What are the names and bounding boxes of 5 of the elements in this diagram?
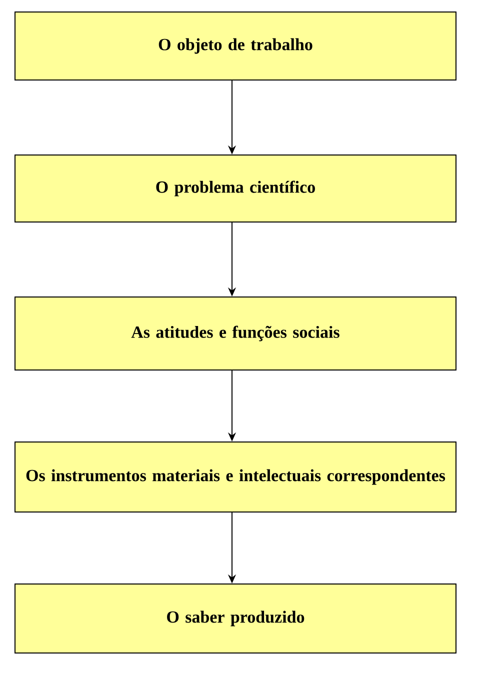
process-box: O objeto de trabalho bbox=[14, 12, 456, 81]
process-box: O problema científico bbox=[14, 154, 456, 222]
process-box: Os instrumentos materiais e intelectuais correspondentes bbox=[14, 442, 456, 512]
process-box: O saber produzido bbox=[14, 584, 456, 654]
process-box: As atitudes e funções sociais bbox=[14, 296, 456, 370]
